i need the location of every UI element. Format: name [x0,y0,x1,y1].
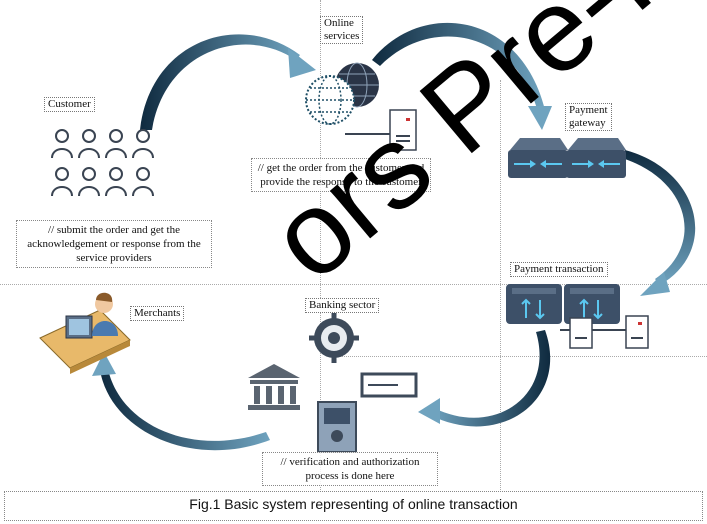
flow-arrow-customer-to-services [140,34,316,130]
flow-arrow-services-to-gateway [372,22,552,130]
payment-transaction-label: Payment transaction [510,262,608,277]
merchant-desk-icon [39,292,131,374]
customers-icon [51,129,154,197]
banking-note: // verification and authorization proces… [262,452,438,486]
services-note: // get the order from the customer and p… [251,158,431,192]
flow-arrow-banking-to-merchants [92,352,270,451]
horizontal-guide [330,356,707,357]
banking-sector-label: Banking sector [305,298,380,313]
customer-label: Customer [44,97,95,112]
gear-icon [309,313,359,363]
server-icon [345,109,417,151]
horizontal-guide [0,284,707,285]
card-icon [360,372,418,398]
vault-icon [317,401,357,453]
online-services-label: Online services [320,16,364,44]
figure-caption: Fig.1 Basic system representing of onlin… [189,496,518,512]
transaction-server-icon [506,284,649,349]
merchants-label: Merchants [130,306,185,321]
flow-arrow-transaction-to-banking [418,330,551,427]
caption-frame [4,491,703,521]
payment-gateway-label: Payment gateway [565,103,612,131]
vertical-guide [500,80,501,490]
bank-icon [248,364,300,410]
vertical-guide [320,0,321,490]
customer-note: // submit the order and get the acknowle… [16,220,212,268]
flow-arrow-gateway-to-transaction [622,150,696,296]
globe-icon [305,62,379,125]
gateway-switch-icon [508,138,626,178]
